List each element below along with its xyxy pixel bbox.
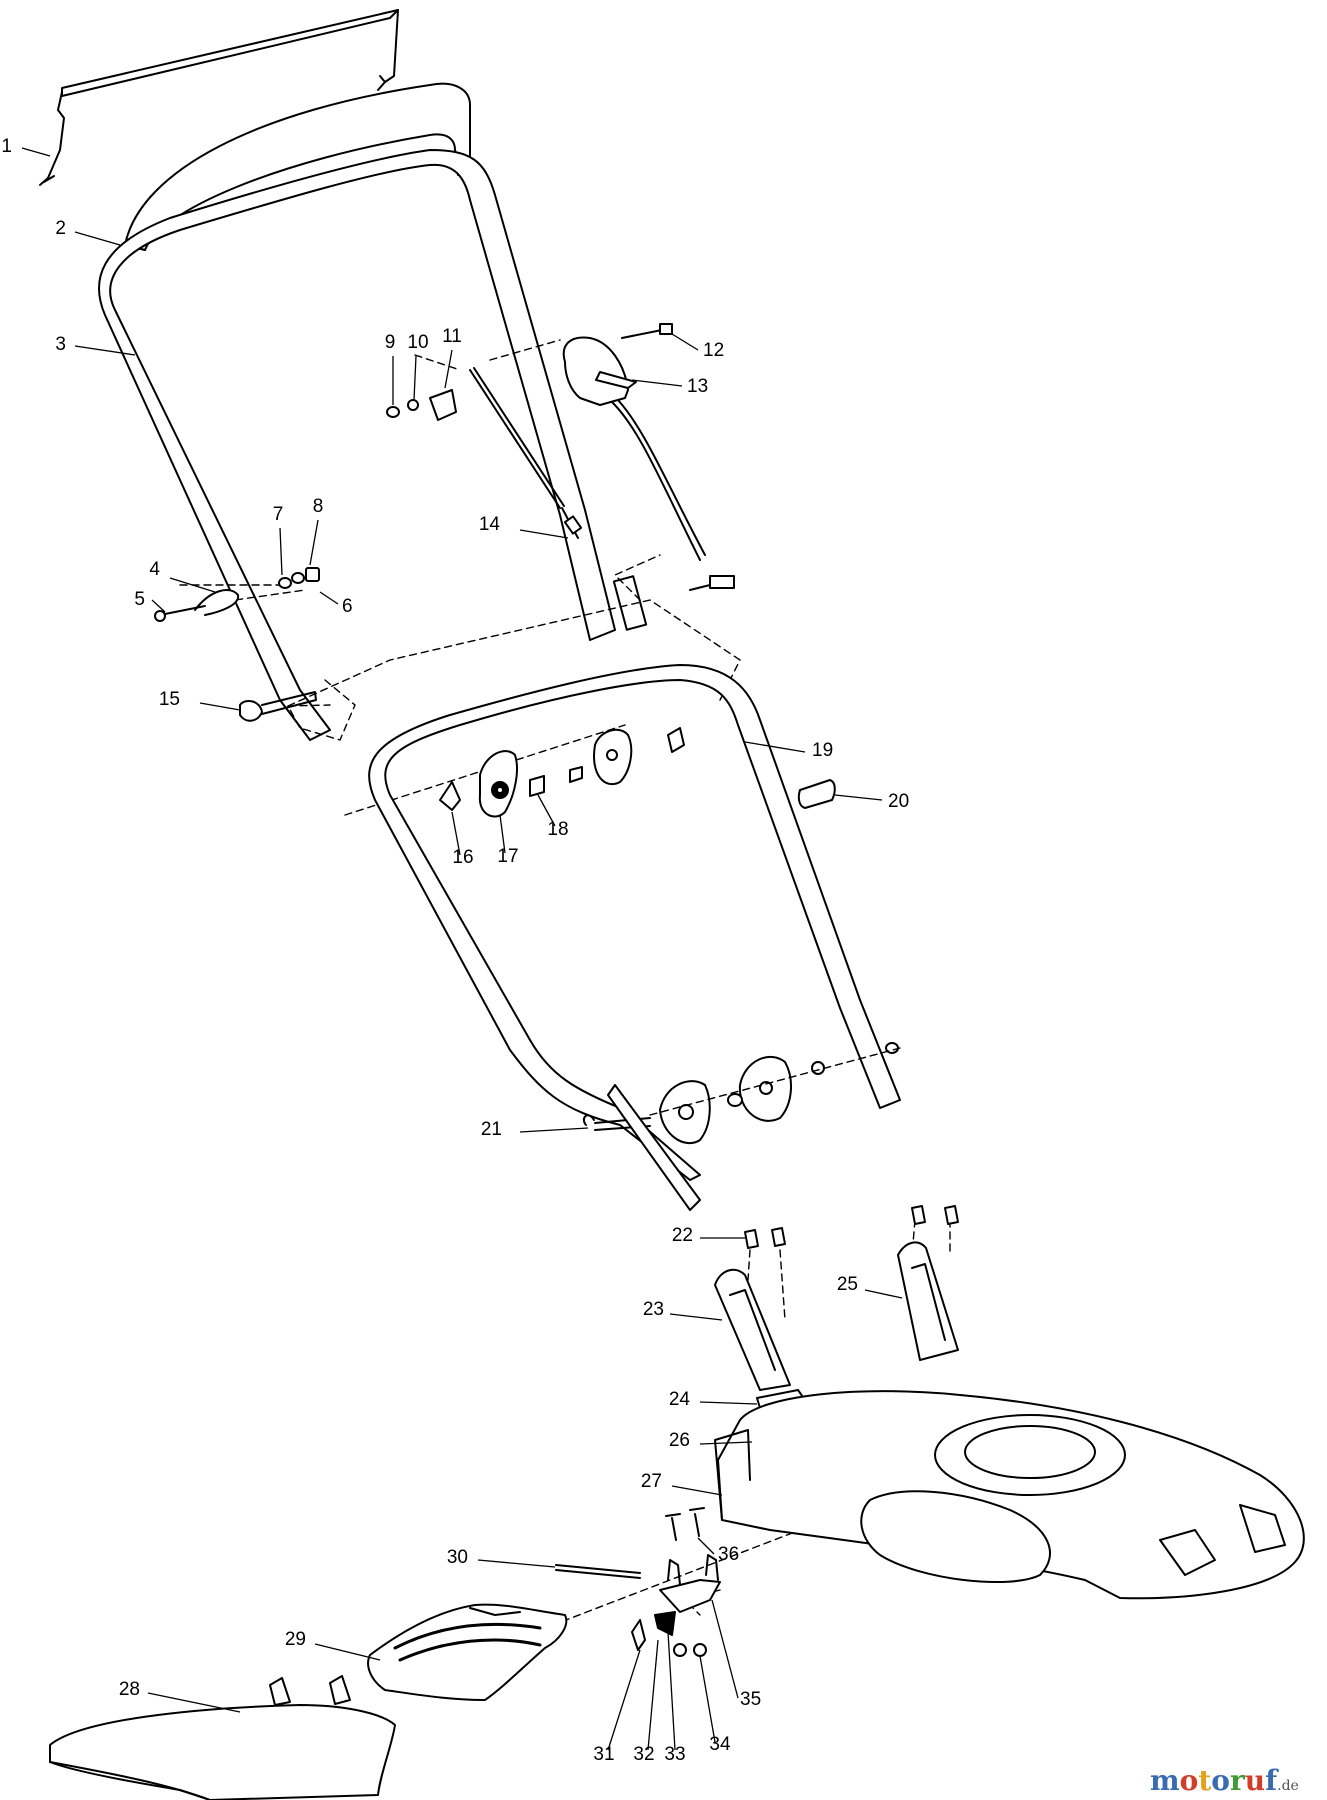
bail-bar-part (39, 9, 399, 186)
watermark-letter: r (1230, 1764, 1246, 1797)
leader-line-8 (309, 519, 319, 566)
callout-label-21: 21 (481, 1119, 502, 1140)
watermark-letter: m (1150, 1764, 1180, 1797)
callout-label-3: 3 (55, 334, 66, 355)
hinge-bracket-set (631, 1507, 721, 1657)
watermark-logo: motoruf.de (1150, 1764, 1299, 1797)
throttle-lever-part (562, 323, 735, 591)
mower-deck-part (714, 1390, 1305, 1600)
leader-line-7 (279, 527, 283, 576)
leader-line-5 (151, 599, 166, 613)
rod-30-part (555, 1564, 641, 1579)
callout-label-36: 36 (718, 1544, 739, 1565)
callout-label-32: 32 (633, 1744, 654, 1765)
upper-handle-part (98, 149, 648, 741)
leader-line-31 (607, 1649, 641, 1751)
callout-label-34: 34 (709, 1734, 731, 1755)
leader-line-2 (74, 231, 121, 246)
leader-line-21 (519, 1127, 589, 1133)
leader-line-35 (711, 1599, 739, 1699)
callout-label-25: 25 (837, 1274, 858, 1295)
leader-line-13 (631, 379, 683, 387)
callout-label-7: 7 (273, 504, 284, 525)
callout-label-22: 22 (672, 1225, 693, 1246)
callout-label-10: 10 (407, 332, 428, 353)
leader-line-10 (413, 355, 417, 401)
leader-line-32 (647, 1639, 659, 1751)
leader-line-34 (699, 1655, 716, 1743)
callout-label-15: 15 (159, 689, 180, 710)
cable-clip-20-part (797, 779, 836, 809)
leader-line-15 (199, 702, 241, 711)
leader-line-18 (537, 794, 556, 827)
leader-line-23 (669, 1313, 723, 1321)
callout-label-30: 30 (447, 1547, 468, 1568)
callout-label-24: 24 (669, 1389, 691, 1410)
leader-line-33 (667, 1631, 676, 1751)
leader-line-24 (699, 1401, 758, 1405)
dashed-guides-upper (179, 339, 741, 816)
leader-line-26 (699, 1441, 753, 1445)
callout-label-9: 9 (385, 332, 396, 353)
leader-line-16 (451, 811, 461, 856)
parts-drawing (39, 9, 1305, 1800)
watermark-letter: t (1198, 1764, 1211, 1797)
watermark-letter: f (1265, 1764, 1279, 1797)
cable-clip-set (154, 567, 320, 622)
callout-label-12: 12 (703, 340, 724, 361)
callout-label-33: 33 (664, 1744, 685, 1765)
leader-line-28 (147, 1692, 241, 1713)
callout-label-26: 26 (669, 1430, 690, 1451)
callout-leaders (21, 147, 903, 1751)
leader-line-27 (671, 1485, 723, 1496)
watermark-suffix: .de (1277, 1778, 1299, 1794)
callout-label-5: 5 (134, 589, 145, 610)
callout-label-28: 28 (119, 1679, 140, 1700)
callout-label-4: 4 (149, 559, 160, 580)
leader-line-29 (314, 1643, 381, 1661)
leader-line-17 (499, 814, 506, 854)
leader-line-4 (169, 577, 216, 593)
leader-line-19 (744, 741, 806, 753)
callout-label-14: 14 (479, 514, 501, 535)
watermark-letter: o (1211, 1764, 1230, 1797)
callout-label-16: 16 (452, 847, 473, 868)
grass-bag-part (49, 1675, 396, 1800)
callout-label-6: 6 (342, 596, 353, 617)
deflector-part (367, 1603, 568, 1701)
watermark-letter: u (1245, 1764, 1265, 1797)
callout-label-8: 8 (313, 496, 324, 517)
upper-knob-assembly (439, 727, 685, 818)
leader-line-20 (834, 794, 883, 801)
callout-label-18: 18 (547, 819, 568, 840)
callout-label-31: 31 (593, 1744, 614, 1765)
watermark-letter: o (1180, 1764, 1199, 1797)
bolt-15-part (239, 691, 317, 722)
callout-label-20: 20 (888, 791, 909, 812)
leader-line-14 (519, 529, 569, 539)
leader-line-3 (74, 345, 136, 356)
callout-label-17: 17 (497, 846, 518, 867)
callout-label-11: 11 (442, 326, 462, 347)
callout-label-2: 2 (55, 218, 66, 239)
leader-line-11 (444, 349, 453, 389)
cable-holder-set (386, 389, 457, 421)
callout-label-29: 29 (285, 1629, 306, 1650)
lower-knob-assembly (582, 1042, 899, 1211)
control-cable-part (469, 367, 583, 539)
leader-line-36 (697, 1537, 715, 1555)
leader-line-12 (671, 333, 699, 351)
callout-label-35: 35 (740, 1689, 761, 1710)
leader-line-1 (21, 147, 51, 157)
leader-line-6 (319, 591, 339, 605)
callout-label-27: 27 (641, 1471, 662, 1492)
leader-line-30 (477, 1559, 556, 1568)
callout-label-23: 23 (643, 1299, 664, 1320)
callout-label-19: 19 (812, 740, 833, 761)
callout-label-1: 1 (1, 136, 12, 157)
callout-label-13: 13 (687, 376, 708, 397)
leader-line-25 (864, 1289, 903, 1299)
